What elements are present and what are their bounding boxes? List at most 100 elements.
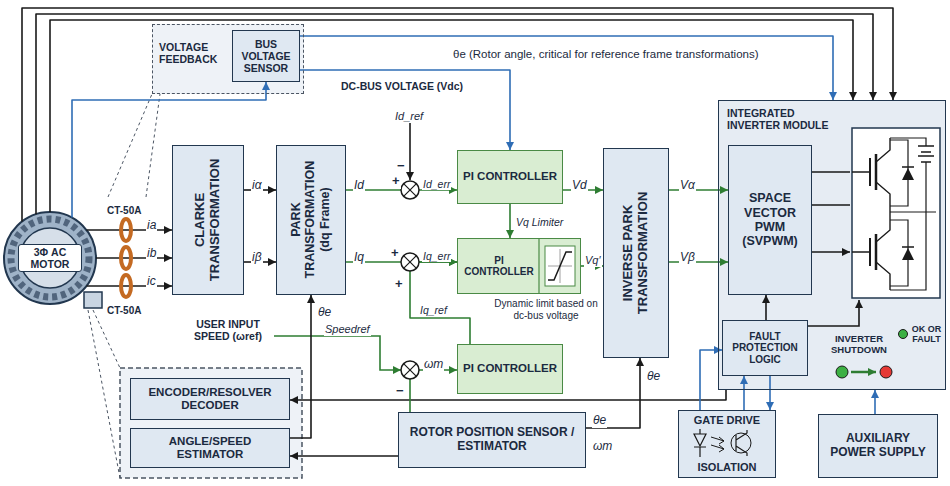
- signal-line: [669, 189, 728, 191]
- pi-controller: PI CONTROLLER: [457, 238, 581, 294]
- decoder-box: ENCODER/RESOLVER DECODER: [130, 378, 290, 420]
- signal-label: Speedref: [324, 323, 371, 336]
- sign-label: +: [391, 174, 401, 189]
- current-transformer: [121, 247, 131, 269]
- label-holder: Vβ: [679, 247, 696, 265]
- label-holder: θe: [317, 302, 332, 320]
- transform-box: PARK TRANSFORMATION (dq Frame): [276, 145, 346, 295]
- reference-arrow: [409, 122, 411, 180]
- label-holder: ia: [146, 215, 157, 233]
- gate-wire: [852, 172, 870, 252]
- signal-label: θe: [592, 414, 607, 428]
- signal-label: ωm: [423, 358, 444, 372]
- annotation-note: Dynamic limit based on dc-bus voltage: [489, 298, 603, 321]
- signal-label: Vq Limiter: [515, 216, 564, 228]
- signal-label: iβ: [251, 251, 263, 265]
- transform-box: INVERSE PARK TRANSFORMATION: [603, 148, 669, 358]
- transform-box: CLARKE TRANSFORMATION: [172, 145, 244, 295]
- box-label: VOLTAGE FEEDBACK: [159, 41, 229, 65]
- signal-line: [300, 36, 833, 100]
- signal-label: ωm: [592, 440, 613, 454]
- box-label: CLARKE TRANSFORMATION: [193, 152, 223, 288]
- box-label: SPACE VECTOR PWM (SVPWM): [733, 191, 807, 249]
- gate-drive-fill: [678, 410, 776, 478]
- signal-line: [586, 358, 640, 428]
- opto-led: [694, 429, 706, 457]
- limiter-axes: [548, 249, 572, 283]
- feedback-region: VOLTAGE FEEDBACKBUS VOLTAGE SENSOR: [152, 24, 304, 94]
- summing-junction: [401, 361, 419, 379]
- label-holder: Id_err: [422, 174, 451, 192]
- box-label: GATE DRIVE: [694, 414, 760, 427]
- status-led: [899, 330, 908, 339]
- status-label: INVERTER SHUTDOWN: [826, 334, 892, 356]
- dc-rail: [890, 138, 936, 290]
- label-holder: iα: [251, 175, 263, 193]
- label-holder: OK OR FAULT: [909, 324, 944, 345]
- label-holder: Id: [353, 175, 365, 193]
- box-label: ENCODER/RESOLVER DECODER: [135, 386, 285, 412]
- label-holder: DC-BUS VOLTAGE (Vdc): [340, 76, 464, 94]
- summing-junction: [401, 253, 419, 271]
- signal-label: θe: [317, 306, 332, 320]
- fault-logic-box: FAULT PROTECTION LOGIC: [722, 320, 808, 376]
- gate-signal: [812, 172, 850, 252]
- status-led: [880, 366, 892, 378]
- label-holder: ib: [146, 243, 157, 261]
- igbt-bridge: [852, 128, 940, 298]
- label-holder: +: [390, 243, 400, 261]
- current-transformer: [121, 275, 131, 297]
- limiter-frame: [545, 246, 575, 286]
- box-label: ROTOR POSITION SENSOR / ESTIMATOR: [403, 426, 581, 454]
- signal-line: [769, 376, 771, 410]
- status-led: [836, 366, 848, 378]
- signal-label: θe: [646, 370, 661, 384]
- pi-controller: PI CONTROLLER: [457, 150, 563, 204]
- sensor-box: ROTOR POSITION SENSOR / ESTIMATOR: [398, 412, 586, 468]
- label-holder: +: [391, 171, 401, 189]
- sign-label: +: [390, 246, 400, 261]
- signal-label: Iq_err: [422, 250, 451, 262]
- label-holder: iβ: [251, 247, 263, 265]
- battery-symbol: [918, 146, 934, 162]
- signal-line: [743, 376, 745, 410]
- status-arrow: [851, 371, 876, 374]
- input-label: USER INPUT SPEED (ωref): [186, 318, 270, 342]
- status-label: OK OR FAULT: [909, 324, 944, 345]
- phototransistor: [731, 433, 751, 453]
- summing-cross: [404, 184, 417, 197]
- signal-label: Iq_ref: [419, 304, 448, 316]
- phototransistor: [736, 430, 747, 456]
- part-label: CT-50A: [106, 305, 142, 317]
- label-holder: Vα: [679, 175, 696, 193]
- label-holder: Dynamic limit based on dc-bus voltage: [489, 298, 603, 321]
- label-holder: Iq: [353, 247, 365, 265]
- light-arrows: [711, 437, 724, 452]
- shutdown-arrow: [808, 300, 859, 326]
- signal-label: ic: [146, 275, 157, 289]
- label-holder: Iq_err: [422, 246, 451, 264]
- label-holder: Id_ref: [394, 106, 424, 124]
- callout-line: [88, 310, 120, 478]
- gate-drive-box: GATE DRIVEISOLATION: [678, 410, 776, 478]
- box-label: PI CONTROLLER: [463, 170, 557, 183]
- signal-line: [669, 261, 728, 263]
- summing-junction: [401, 181, 419, 199]
- power-supply-box: AUXILIARY POWER SUPPLY: [818, 414, 938, 478]
- summing-cross: [404, 364, 417, 377]
- box-label: PARK TRANSFORMATION (dq Frame): [289, 152, 332, 288]
- motor-symbol: 3Φ AC MOTOR: [4, 212, 96, 304]
- box-label: INTEGRATED INVERTER MODULE: [727, 107, 839, 131]
- diode-bar: [902, 167, 914, 247]
- signal-label: ia: [146, 219, 157, 233]
- box-label: 3Φ AC MOTOR: [18, 244, 82, 272]
- signal-label: Id: [353, 179, 365, 193]
- controller-fill: [457, 238, 581, 294]
- sign-label: −: [395, 384, 405, 399]
- signal-line: [96, 257, 172, 259]
- limiter-divider: [538, 238, 539, 294]
- opto-led: [694, 434, 706, 446]
- module-fill: [718, 100, 946, 390]
- estimator-box: ANGLE/SPEED ESTIMATOR: [130, 428, 290, 468]
- diode-wire: [890, 140, 908, 286]
